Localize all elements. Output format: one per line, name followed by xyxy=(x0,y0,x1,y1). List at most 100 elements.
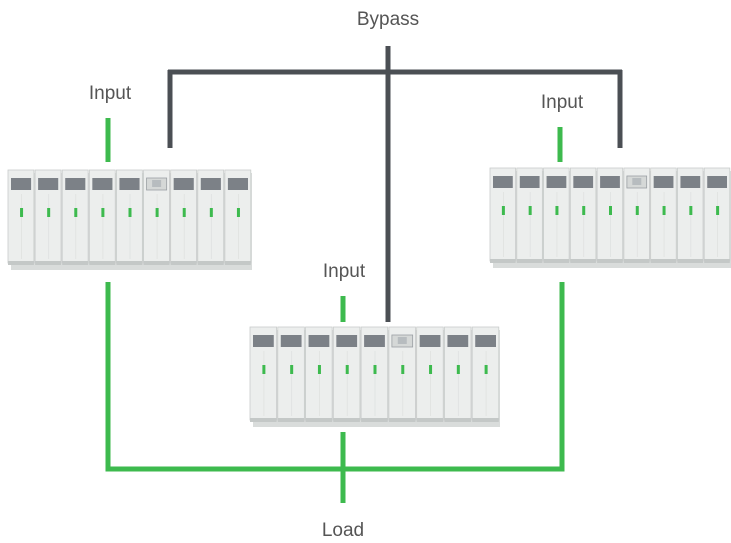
vent-panel xyxy=(419,335,441,347)
cabinet-plinth xyxy=(250,418,277,422)
cabinet xyxy=(416,326,444,422)
ups-unit-left xyxy=(7,169,252,270)
cabinet-handle xyxy=(501,206,505,215)
cabinet xyxy=(61,169,89,265)
cabinet-plinth xyxy=(35,261,62,265)
cabinet-handle xyxy=(528,206,532,215)
cabinet-handle xyxy=(20,208,24,217)
cabinet xyxy=(224,169,252,265)
vent-panel xyxy=(546,176,567,188)
cabinet-handle xyxy=(209,208,213,217)
cabinet-handle xyxy=(47,208,51,217)
cabinet xyxy=(388,326,416,422)
cabinet xyxy=(88,169,116,265)
vent-panel xyxy=(119,178,140,190)
cabinet-plinth xyxy=(543,259,570,263)
cabinet-plinth xyxy=(143,261,170,265)
cabinet-plinth xyxy=(277,418,305,422)
cabinet xyxy=(543,167,570,263)
vent-panel xyxy=(253,335,274,347)
cabinet xyxy=(277,326,305,422)
vent-panel xyxy=(280,335,302,347)
cabinet-plinth xyxy=(333,418,360,422)
cabinet-plinth xyxy=(224,261,251,265)
cabinet-plinth xyxy=(704,259,730,263)
bypass-lines xyxy=(167,46,623,322)
cabinet xyxy=(650,167,677,263)
cabinet xyxy=(516,167,543,263)
cabinet-plinth xyxy=(650,259,677,263)
cabinet-plinth xyxy=(570,259,596,263)
cabinet-handle xyxy=(128,208,132,217)
cabinet-plinth xyxy=(197,261,224,265)
input-left-label: Input xyxy=(89,83,132,104)
vent-panel xyxy=(227,178,248,190)
cabinet-handle xyxy=(74,208,78,217)
cabinet-plinth xyxy=(516,259,543,263)
cabinet xyxy=(677,167,704,263)
cabinet-handle xyxy=(290,365,294,374)
vent-panel xyxy=(200,178,221,190)
display-screen xyxy=(152,180,162,187)
cabinet-plinth xyxy=(8,261,34,265)
cabinet-plinth xyxy=(416,418,444,422)
cabinet xyxy=(170,169,197,265)
cabinet-handle xyxy=(484,365,488,374)
input-right-label: Input xyxy=(541,92,584,113)
cabinet-handle xyxy=(236,208,240,217)
cabinet-plinth xyxy=(444,418,472,422)
cabinet xyxy=(703,167,731,263)
cabinet-handle xyxy=(555,206,559,215)
cabinet-handle xyxy=(182,208,186,217)
cabinet-handle xyxy=(456,365,460,374)
cabinet-plinth xyxy=(170,261,197,265)
cabinet xyxy=(7,169,35,265)
vent-panel xyxy=(680,176,701,188)
vent-panel xyxy=(38,178,59,190)
cabinet xyxy=(143,169,170,265)
vent-panel xyxy=(173,178,194,190)
bypass-label: Bypass xyxy=(357,9,419,30)
input-lines xyxy=(105,118,563,322)
ups-unit-center xyxy=(249,326,500,427)
cabinet-handle xyxy=(662,206,666,215)
vent-panel xyxy=(92,178,113,190)
cabinet-handle xyxy=(635,206,639,215)
cabinet-handle xyxy=(689,206,693,215)
cabinet xyxy=(471,326,500,422)
cabinet xyxy=(489,167,516,263)
cabinet-handle xyxy=(101,208,105,217)
cabinet-handle xyxy=(262,365,266,374)
cabinet xyxy=(197,169,225,265)
cabinet xyxy=(596,167,624,263)
cabinet-plinth xyxy=(490,259,516,263)
vent-panel xyxy=(653,176,674,188)
cabinet-plinth xyxy=(305,418,333,422)
cabinet xyxy=(249,326,277,422)
cabinet-plinth xyxy=(116,261,143,265)
vent-panel xyxy=(11,178,32,190)
cabinet xyxy=(305,326,333,422)
cabinet-handle xyxy=(582,206,586,215)
cabinet-plinth xyxy=(597,259,623,263)
display-screen xyxy=(632,178,642,185)
vent-panel xyxy=(336,335,358,347)
cabinet-handle xyxy=(317,365,321,374)
cabinet xyxy=(444,326,472,422)
vent-panel xyxy=(447,335,469,347)
load-lines xyxy=(105,282,565,503)
vent-panel xyxy=(308,335,330,347)
cabinet-plinth xyxy=(388,418,416,422)
cabinet xyxy=(34,169,62,265)
cabinet-handle xyxy=(401,365,405,374)
cabinet-plinth xyxy=(361,418,388,422)
load-bus-line xyxy=(105,282,565,472)
vent-panel xyxy=(364,335,385,347)
display-screen xyxy=(397,337,407,344)
cabinet-handle xyxy=(609,206,612,215)
vent-panel xyxy=(493,176,513,188)
vent-panel xyxy=(707,176,727,188)
input-center-label: Input xyxy=(323,261,366,282)
cabinet xyxy=(332,326,361,422)
